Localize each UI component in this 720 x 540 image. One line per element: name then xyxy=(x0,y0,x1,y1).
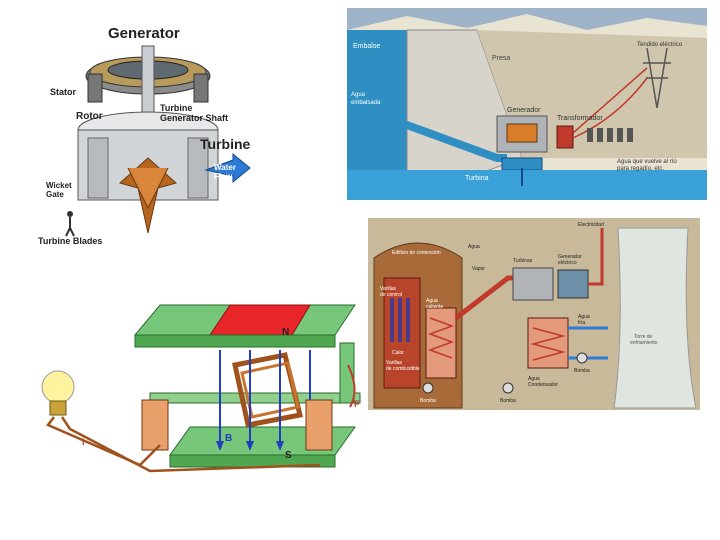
generator-housing xyxy=(496,115,548,153)
mountains xyxy=(347,8,707,30)
condenser-label-1: Agua xyxy=(528,376,540,382)
transformer xyxy=(556,125,574,149)
transmission-tower xyxy=(643,47,671,109)
control-rods-label-2: de control xyxy=(380,292,402,298)
brush-left xyxy=(141,399,169,451)
water-label: Agua xyxy=(468,244,480,250)
cold-water-label-1: Agua xyxy=(578,314,590,320)
hot-water-label-2: caliente xyxy=(426,304,443,310)
electricity-line xyxy=(588,228,604,286)
shaft-label-2: Generator Shaft xyxy=(160,113,228,123)
hydro-plant-illustration: Embalse Presa Agua embalsada Generador T… xyxy=(347,8,707,200)
force-label: F xyxy=(354,399,360,409)
generator-principle-diagram: N S B F I xyxy=(30,295,375,475)
hydro-generator-illustration: Generator Water Flow Stator Rotor Turbin… xyxy=(38,25,251,246)
outflow-label-1: Agua que vuelve al río xyxy=(617,159,677,165)
pump-icon xyxy=(576,352,588,364)
hydro-generator-diagram: Generator Water Flow Stator Rotor Turbin… xyxy=(28,18,278,250)
generator-principle-illustration: N S B F I xyxy=(41,304,361,473)
river-outflow xyxy=(347,170,707,200)
transformer-label: Transformador xyxy=(557,115,603,122)
rotor-axle xyxy=(149,392,361,404)
fuel-rods-label-2: de combustible xyxy=(386,366,420,372)
stator-side-right xyxy=(193,73,209,103)
pump-label-2: Bomba xyxy=(500,398,516,404)
generator-label: Generador xyxy=(507,107,541,114)
rotating-coil xyxy=(232,352,304,428)
electricity-label: Electricidad xyxy=(578,222,604,228)
generator-label-1: Generador xyxy=(558,254,582,260)
pump-label-1: Bomba xyxy=(420,398,436,404)
control-rods-label-1: Varillas xyxy=(380,286,397,292)
dam-label: Presa xyxy=(492,55,510,62)
reservoir-label: Embalse xyxy=(353,43,380,50)
brush-right xyxy=(305,399,333,451)
fuel-rods-label-1: Varillas xyxy=(386,360,403,366)
shaft-label-1: Turbine xyxy=(160,103,192,113)
pump-label-3: Bomba xyxy=(574,368,590,374)
rotor-label: Rotor xyxy=(76,111,103,122)
cooling-tower xyxy=(613,227,697,409)
cooling-tower-label-1: Torre de xyxy=(634,334,653,340)
stator-side-left xyxy=(87,73,103,103)
pump-icon xyxy=(422,382,434,394)
water-flow-arrow xyxy=(204,152,251,184)
force-arrow xyxy=(347,364,356,408)
hydro-plant-diagram: Embalse Presa Agua embalsada Generador T… xyxy=(347,8,707,200)
generator xyxy=(506,123,538,143)
power-line-1 xyxy=(572,67,648,134)
core-label: Calor xyxy=(392,350,404,356)
generator-label-2: eléctrico xyxy=(558,260,577,266)
field-label: B xyxy=(225,433,232,444)
person-icon xyxy=(67,211,73,217)
turbine-label: Turbina xyxy=(465,175,489,182)
control-rods xyxy=(390,298,410,342)
hot-water-label-1: Agua xyxy=(426,298,438,304)
magnetic-field-arrows xyxy=(219,350,311,445)
south-pole-label: S xyxy=(285,450,292,461)
north-pole-label: N xyxy=(282,327,289,338)
intake-label-1: Agua xyxy=(351,92,366,98)
electric-generator xyxy=(557,269,589,299)
cooling-water-lines xyxy=(568,326,608,360)
wicket-gate-label-1: Wicket xyxy=(46,181,72,190)
crank xyxy=(339,342,355,404)
nuclear-plant-diagram: Edificio de contención Vapor Turbinas Ge… xyxy=(368,218,700,410)
stator-label: Stator xyxy=(50,87,77,97)
water-flow-label-1: Water xyxy=(214,163,236,172)
water-flow-label-2: Flow xyxy=(214,172,233,181)
turbines xyxy=(512,267,554,301)
wicket-gate-left xyxy=(87,137,109,199)
cold-water-label-2: fría xyxy=(578,320,585,326)
steam-label: Vapor xyxy=(472,266,485,272)
outflow-label-2: para regadío, etc. xyxy=(617,166,664,172)
containment-label: Edificio de contención xyxy=(392,250,441,256)
nuclear-plant-illustration: Edificio de contención Vapor Turbinas Ge… xyxy=(368,218,700,410)
insulator-bank xyxy=(587,128,633,142)
pump-icon xyxy=(502,382,514,394)
turbine-blades-label: Turbine Blades xyxy=(38,236,102,246)
wicket-gate-label-2: Gate xyxy=(46,190,64,199)
wicket-gate-right xyxy=(187,137,209,199)
generator-title: Generator xyxy=(108,25,180,42)
condenser-label-2: Condensador xyxy=(528,382,558,388)
turbine-title: Turbine xyxy=(200,136,251,152)
current-label: I xyxy=(82,437,85,447)
turbine-runner xyxy=(127,167,169,210)
power-line-2 xyxy=(572,77,648,139)
light-bulb-icon xyxy=(41,370,75,404)
circuit-wire xyxy=(46,416,161,467)
intake-label-2: embalsada xyxy=(351,100,381,106)
power-lines-label: Tendido eléctrico xyxy=(637,42,683,48)
turbines-label: Turbinas xyxy=(513,258,533,264)
cooling-tower-label-2: enfriamiento xyxy=(630,340,658,346)
